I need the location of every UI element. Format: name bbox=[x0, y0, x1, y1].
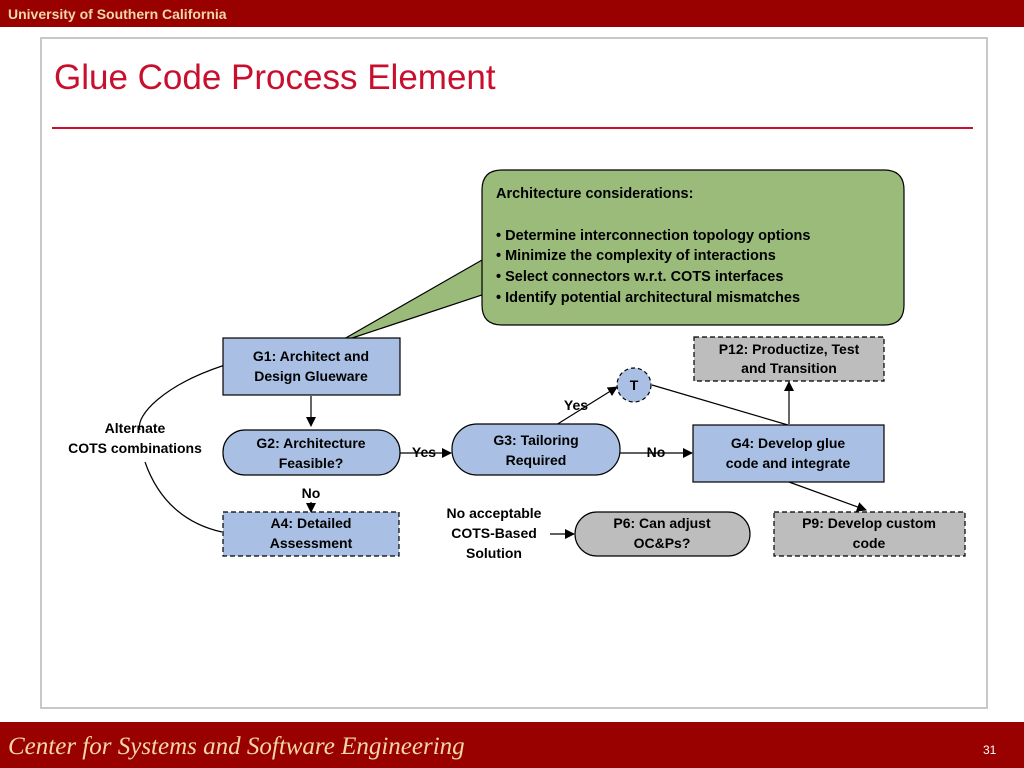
node-p12: P12: Productize, Test and Transition bbox=[693, 336, 885, 382]
line-a4-to-alternate bbox=[144, 461, 223, 533]
alternate-label: Alternate bbox=[105, 420, 166, 436]
no-acceptable-label: No acceptable bbox=[447, 505, 542, 521]
callout-item: • Select connectors w.r.t. COTS interfac… bbox=[496, 269, 783, 285]
p9-box bbox=[773, 511, 966, 557]
a4-label: Assessment bbox=[270, 535, 353, 551]
p6-label: P6: Can adjust bbox=[613, 515, 711, 531]
node-a4: A4: Detailed Assessment bbox=[222, 511, 400, 557]
node-p9: P9: Develop custom code bbox=[773, 511, 966, 557]
g2-label: Feasible? bbox=[279, 455, 344, 471]
g2-decision bbox=[222, 429, 401, 476]
g3-label: Required bbox=[506, 452, 567, 468]
g2-label: G2: Architecture bbox=[256, 435, 365, 451]
a4-label: A4: Detailed bbox=[271, 515, 352, 531]
p12-label: and Transition bbox=[741, 360, 837, 376]
arrow-alternate-to-g1 bbox=[138, 358, 233, 431]
line-t-to-g4 bbox=[651, 384, 789, 426]
p12-box bbox=[693, 336, 885, 382]
node-g2: G2: Architecture Feasible? bbox=[222, 429, 401, 476]
callout-shape bbox=[336, 169, 905, 344]
g1-label: Design Glueware bbox=[254, 368, 368, 384]
no-acceptable-label: Solution bbox=[466, 545, 522, 561]
callout-heading: Architecture considerations: bbox=[496, 186, 693, 202]
t-label: T bbox=[630, 377, 639, 393]
node-g1: G1: Architect and Design Glueware bbox=[222, 337, 401, 396]
university-name: University of Southern California bbox=[8, 6, 227, 22]
callout-item: • Determine interconnection topology opt… bbox=[496, 228, 810, 244]
p9-label: code bbox=[853, 535, 886, 551]
g4-label: G4: Develop glue bbox=[731, 435, 846, 451]
g3-yes-label: Yes bbox=[564, 397, 588, 413]
node-t: T bbox=[616, 367, 652, 403]
p6-label: OC&Ps? bbox=[634, 535, 691, 551]
g3-no-label: No bbox=[647, 444, 666, 460]
callout-item: • Identify potential architectural misma… bbox=[496, 290, 800, 306]
no-acceptable-label: COTS-Based bbox=[451, 525, 537, 541]
g1-label: G1: Architect and bbox=[253, 348, 369, 364]
arrow-g3-to-t bbox=[555, 386, 618, 426]
g1-box bbox=[222, 337, 401, 396]
arrow-g4-to-p9 bbox=[788, 481, 867, 512]
footer-center-name: Center for Systems and Software Engineer… bbox=[8, 733, 465, 760]
node-g3: G3: Tailoring Required bbox=[451, 423, 621, 476]
a4-box bbox=[222, 511, 400, 557]
architecture-callout: Architecture considerations: • Determine… bbox=[336, 169, 905, 344]
callout-item: • Minimize the complexity of interaction… bbox=[496, 248, 776, 264]
slide-title: Glue Code Process Element bbox=[54, 58, 496, 97]
node-p6: P6: Can adjust OC&Ps? bbox=[574, 511, 751, 557]
alternate-label: COTS combinations bbox=[68, 440, 202, 456]
header-bar: University of Southern California bbox=[0, 0, 1024, 27]
g3-decision bbox=[451, 423, 621, 476]
g2-no-label: No bbox=[302, 485, 321, 501]
p6-decision bbox=[574, 511, 751, 557]
connectors bbox=[138, 358, 867, 539]
page-number: 31 bbox=[983, 743, 997, 757]
g4-box bbox=[692, 424, 885, 483]
p9-label: P9: Develop custom bbox=[802, 515, 936, 531]
title-divider bbox=[52, 127, 973, 129]
p12-label: P12: Productize, Test bbox=[719, 341, 860, 357]
g2-yes-label: Yes bbox=[412, 444, 436, 460]
footer-bar bbox=[0, 722, 1024, 768]
t-connector bbox=[616, 367, 652, 403]
g3-label: G3: Tailoring bbox=[493, 432, 578, 448]
node-g4: G4: Develop glue code and integrate bbox=[692, 424, 885, 483]
g4-label: code and integrate bbox=[726, 455, 851, 471]
